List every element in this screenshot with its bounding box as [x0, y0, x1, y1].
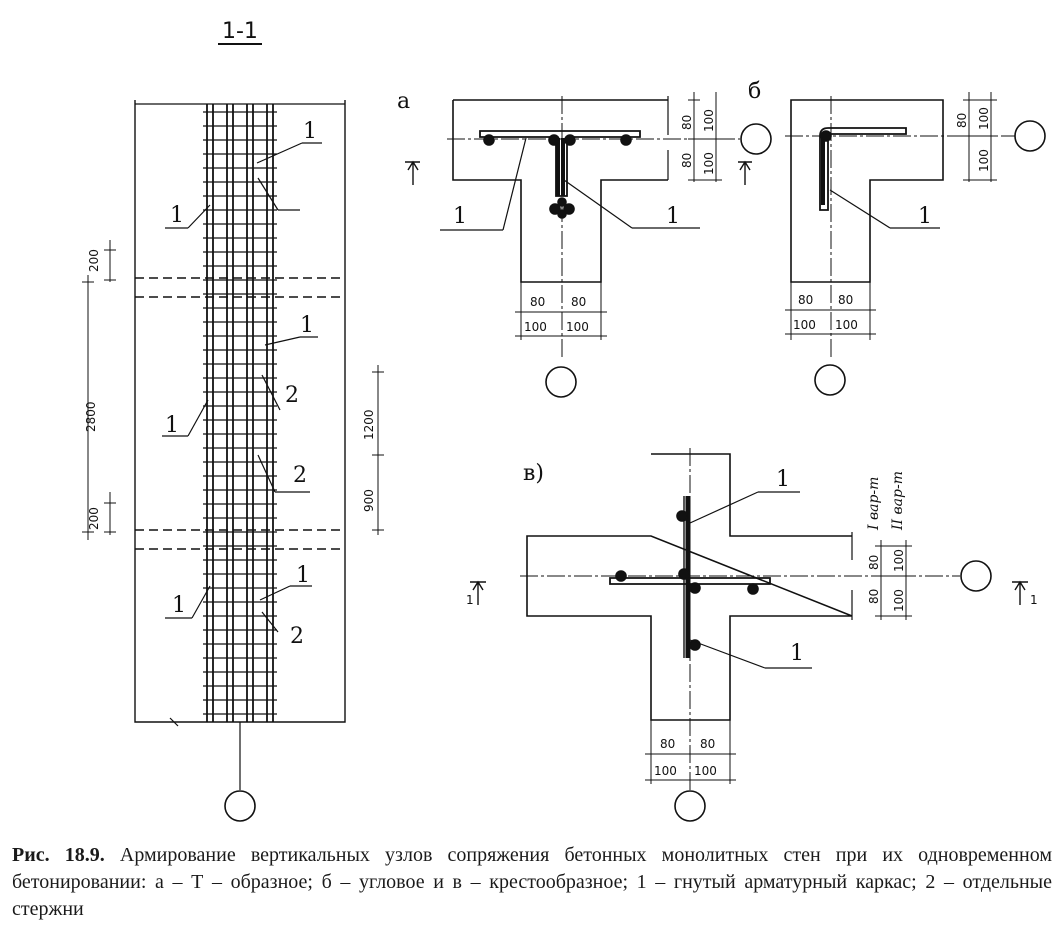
callout-2-b: 2	[293, 463, 307, 488]
dim-a-80-l: 80	[530, 295, 545, 309]
caption-text: Армирование вертикальных узлов сопряжени…	[12, 844, 1052, 920]
reinforcement-drawing: 1-1	[82, 19, 1046, 822]
axis-circle-b-right	[1014, 120, 1046, 152]
callout-1-f: 1	[172, 593, 186, 618]
figure-caption: Рис. 18.9. Армирование вертикальных узло…	[12, 842, 1052, 923]
axis-circle-a-right	[740, 123, 772, 155]
section-1-1: 1-1	[82, 19, 384, 822]
dim-a-80-top: 80	[680, 115, 694, 130]
dim-b-100-r: 100	[835, 318, 858, 332]
callout-1-b-right: 1	[918, 204, 932, 229]
variant-a-t-junction: а 1 1	[397, 89, 772, 398]
dim-c-80-top2: 80	[867, 589, 881, 604]
dim-c-100-bottom: 100	[892, 589, 906, 612]
dim-a-80-bottom: 80	[680, 153, 694, 168]
dim-c-80-top: 80	[867, 555, 881, 570]
section-arrow-left-num: 1	[466, 593, 474, 607]
variant-a-label: а	[397, 89, 410, 114]
callout-1-a-right: 1	[666, 204, 680, 229]
dim-b-100-bottom: 100	[977, 149, 991, 172]
axis-circle-a-bottom	[545, 366, 577, 398]
dim-b-80-top: 80	[955, 113, 969, 128]
dim-200-bottom: 200	[87, 507, 101, 530]
dim-200-top: 200	[87, 249, 101, 272]
dim-c-100-top: 100	[892, 549, 906, 572]
dim-2800: 2800	[84, 401, 98, 432]
dim-a-100-top: 100	[702, 109, 716, 132]
dim-c-100-l: 100	[654, 764, 677, 778]
callout-2-a: 2	[285, 383, 299, 408]
variant-b-corner: б 1 80 100 100	[748, 79, 1046, 396]
callout-1-c: 1	[300, 313, 314, 338]
caption-label: Рис. 18.9.	[12, 844, 105, 866]
callout-1-a: 1	[303, 119, 317, 144]
dim-b-80-r: 80	[838, 293, 853, 307]
axis-circle-c-right	[960, 560, 992, 592]
callout-1-e: 1	[296, 563, 310, 588]
dim-c-80-r: 80	[700, 737, 715, 751]
callout-1-c-bottom: 1	[790, 641, 804, 666]
dim-b-80-l: 80	[798, 293, 813, 307]
axis-circle-c-bottom	[674, 790, 706, 822]
callout-1-c-top: 1	[776, 467, 790, 492]
section-title: 1-1	[222, 19, 258, 44]
dim-c-80-l: 80	[660, 737, 675, 751]
dim-c-100-r: 100	[694, 764, 717, 778]
variant-b-label: б	[748, 79, 761, 104]
dim-900: 900	[362, 489, 376, 512]
section-arrow-right-num: 1	[1030, 593, 1038, 607]
variant-label-2: II вар-т	[890, 471, 906, 531]
dim-a-100-r: 100	[566, 320, 589, 334]
dim-a-80-r: 80	[571, 295, 586, 309]
dim-b-100-top: 100	[977, 107, 991, 130]
variant-c-label: в)	[523, 461, 544, 486]
callout-2-c: 2	[290, 624, 304, 649]
callout-1-a-left: 1	[453, 204, 467, 229]
variant-c-cross: в) 1 1 1 1	[466, 448, 1038, 822]
dim-a-100-l: 100	[524, 320, 547, 334]
callout-1-b: 1	[170, 203, 184, 228]
callout-1-d: 1	[165, 413, 179, 438]
dim-1200: 1200	[362, 409, 376, 440]
dim-a-100-bottom: 100	[702, 152, 716, 175]
dim-b-100-l: 100	[793, 318, 816, 332]
axis-circle-section	[224, 790, 256, 822]
variant-label-1: I вар-т	[866, 477, 882, 531]
axis-circle-b-bottom	[814, 364, 846, 396]
